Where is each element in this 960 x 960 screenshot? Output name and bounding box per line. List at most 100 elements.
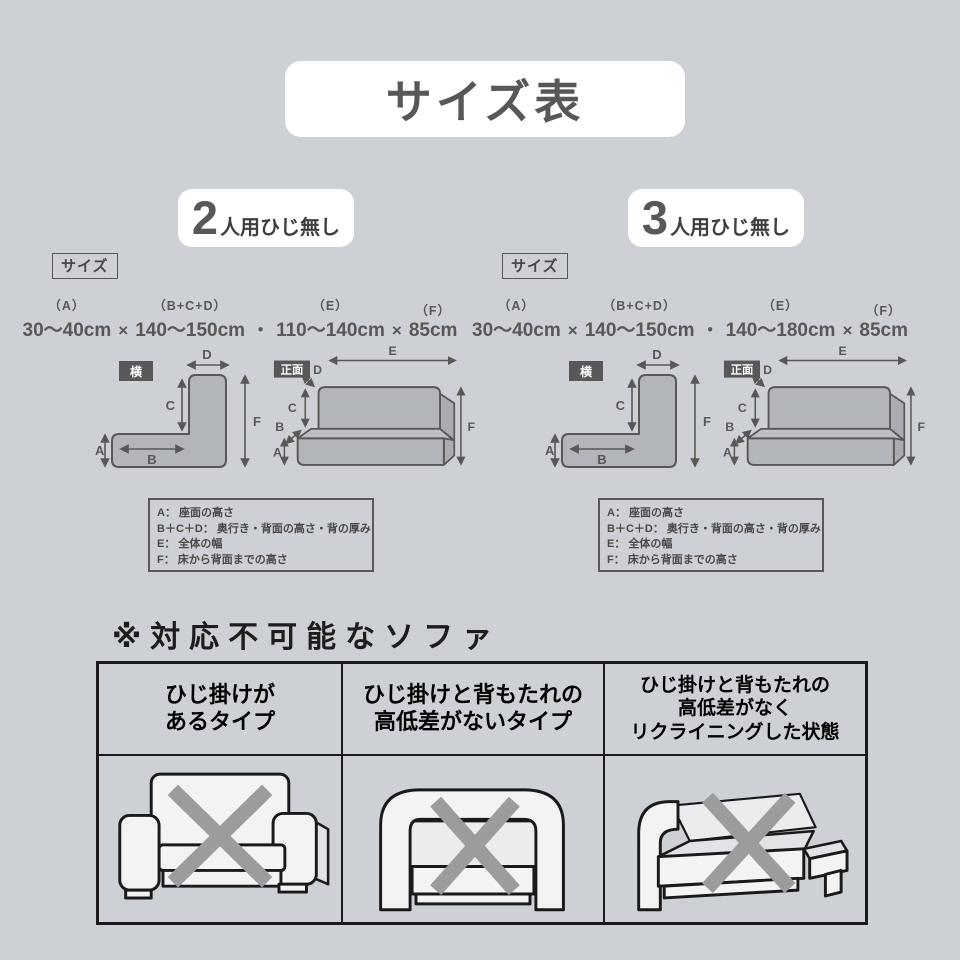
dimension-label: （E）	[762, 299, 799, 313]
dimension-separator: ×	[118, 321, 129, 340]
front-view-tag-label: 正面	[281, 363, 304, 376]
label-b: B	[147, 452, 156, 467]
sofa-reclined-illustration	[637, 792, 849, 912]
sofa-seat	[410, 865, 536, 896]
label-a: A	[273, 445, 282, 459]
dimension-separator: ・	[701, 321, 719, 340]
dimension-separator: ×	[842, 321, 853, 340]
dimension-spec-e: （E） 140〜180cm	[726, 295, 836, 342]
label-d: D	[313, 363, 322, 377]
label-c: C	[166, 398, 176, 413]
label-a: A	[545, 443, 555, 458]
front-view-tag	[273, 360, 311, 378]
table-body-cell-1	[99, 756, 343, 922]
label-a: A	[95, 443, 105, 458]
sofa-continuous-frame	[379, 788, 565, 912]
label-d: D	[652, 347, 661, 362]
legend-line: B＋C＋D： 奥行き・背面の高さ・背の厚み	[607, 522, 821, 535]
legend-line: A： 座面の高さ	[157, 507, 234, 519]
legend-line: F： 床から背面までの高さ	[607, 553, 738, 566]
sofa-with-armrests-illustration	[118, 772, 330, 900]
side-view-tag	[119, 361, 153, 381]
side-view-tag-label: 横	[130, 364, 143, 379]
dimension-value: 140〜150cm	[135, 320, 246, 341]
front-view-tag-label: 正面	[731, 363, 754, 376]
table-header-cell-3: ひじ掛けと背もたれの 高低差がなく リクライニングした状態	[605, 664, 865, 756]
dimension-spec-a: （A） 30〜40cm	[23, 295, 112, 342]
x-mark-icon	[430, 796, 520, 896]
x-mark-icon	[167, 784, 273, 888]
size-tag: サイズ	[52, 253, 118, 279]
legend-box: A： 座面の高さ B＋C＋D： 奥行き・背面の高さ・背の厚み E： 全体の幅 F…	[598, 498, 824, 572]
label-f: F	[703, 414, 711, 429]
legend-line: B＋C＋D： 奥行き・背面の高さ・背の厚み	[157, 522, 371, 535]
label-c: C	[288, 401, 297, 415]
sofa-seat-side-face	[442, 437, 456, 466]
label-f: F	[468, 420, 476, 434]
dimension-value: 85cm	[859, 320, 908, 341]
page-title-panel: サイズ表	[285, 61, 685, 137]
dimension-label: （F）	[865, 304, 902, 318]
table-body-cell-2	[343, 756, 605, 922]
sofa-base	[414, 892, 532, 906]
seater-type-label: 人用ひじ無し	[220, 217, 341, 239]
table-body-cell-3	[605, 756, 865, 922]
label-b: B	[725, 420, 734, 434]
arrow-d	[751, 374, 766, 388]
legend-box: A： 座面の高さ B＋C＋D： 奥行き・背面の高さ・背の厚み E： 全体の幅 F…	[148, 498, 374, 572]
sofa-right-foot	[277, 882, 308, 894]
side-view-diagram: 横 D C F B A	[545, 347, 711, 468]
label-c: C	[616, 398, 626, 413]
dimension-specs: （A） 30〜40cm × （B+C+D） 140〜150cm ・ （E） 11…	[15, 295, 465, 342]
diagram-row: 横 D C F B A 正面 E D C B	[15, 345, 476, 485]
label-f: F	[918, 420, 926, 434]
sofa-base	[662, 876, 800, 900]
side-view-tag-label: 横	[580, 364, 593, 379]
dimension-label: （A）	[497, 299, 535, 313]
sofa-backrest-shape	[317, 386, 441, 430]
dimension-value: 30〜40cm	[472, 320, 561, 341]
dimension-spec-f: （F） 85cm	[409, 300, 458, 342]
table-header-text: ひじ掛けと背もたれの 高低差がなく リクライニングした状態	[630, 675, 840, 743]
side-view-tag	[569, 361, 603, 381]
arrow-d	[301, 374, 316, 388]
sofa-footrest-leg	[823, 868, 843, 898]
legend-line: E： 全体の幅	[157, 538, 223, 551]
sofa-seat	[157, 843, 287, 872]
dimension-specs: （A） 30〜40cm × （B+C+D） 140〜150cm ・ （E） 14…	[465, 295, 915, 342]
dimension-spec-f: （F） 85cm	[859, 300, 908, 342]
label-e: E	[388, 345, 396, 358]
dimension-separator: ×	[567, 321, 578, 340]
dimension-value: 30〜40cm	[22, 320, 112, 341]
dimension-spec-bcd: （B+C+D） 140〜150cm	[135, 295, 245, 342]
label-d: D	[202, 347, 211, 362]
size-tag: サイズ	[502, 253, 568, 279]
table-header-text: ひじ掛けと背もたれの 高低差がないタイプ	[362, 682, 583, 734]
label-a: A	[723, 445, 732, 459]
dimension-value: 85cm	[408, 320, 458, 341]
table-header-text: ひじ掛けが あるタイプ	[164, 682, 275, 734]
label-d: D	[763, 363, 772, 377]
dimension-label: （B+C+D）	[602, 299, 677, 313]
sofa-armrest-backrest-same-height-illustration	[379, 788, 565, 912]
dimension-spec-e: （E） 110〜140cm	[276, 295, 385, 342]
sofa-seat-side-face	[892, 437, 906, 466]
sofa-left-foot	[124, 888, 153, 900]
seater-type-label: 人用ひじ無し	[670, 217, 791, 239]
label-b: B	[275, 420, 284, 434]
incompatible-table: ひじ掛けが あるタイプ ひじ掛けと背もたれの 高低差がないタイプ ひじ掛けと背も…	[96, 661, 868, 925]
dimension-spec-a: （A） 30〜40cm	[472, 295, 561, 342]
sofa-side-profile-shape	[561, 374, 677, 468]
side-view-diagram: 横 D C F B A	[95, 347, 261, 468]
seater-number: 3	[641, 191, 669, 244]
dimension-label: （B+C+D）	[153, 299, 227, 313]
sofa-side-profile-shape	[111, 374, 227, 468]
legend-line: A： 座面の高さ	[607, 507, 684, 519]
dimension-label: （E）	[312, 299, 349, 313]
front-view-diagram: 正面 E D C B A F	[723, 345, 926, 466]
label-e: E	[838, 345, 846, 358]
